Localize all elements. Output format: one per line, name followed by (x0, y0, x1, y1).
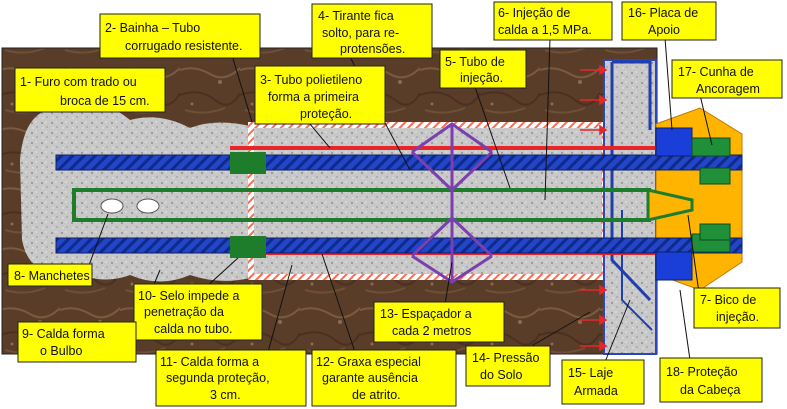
label-6-line-1: 6- Injeção de (498, 6, 570, 20)
label-9: 9- Calda forma o Bulbo (17, 321, 137, 363)
label-11-line-1: 11- Calda forma a (160, 355, 259, 369)
label-5: 5- Tubo de injeção. (439, 49, 527, 89)
label-8: 8- Manchetes (7, 263, 93, 287)
label-2-line-1: 2- Bainha – Tubo (105, 21, 200, 35)
label-3: 3- Tubo polietileno forma a primeira pro… (254, 65, 386, 125)
label-13-line-1: 13- Espaçador a (380, 307, 472, 321)
label-2-line-2: corrugado resistente. (125, 39, 242, 53)
label-11: 11- Calda forma a segunda proteção, 3 cm… (155, 349, 307, 407)
bearing-plate-bottom (655, 251, 693, 281)
label-18-line-1: 18- Proteção (666, 365, 738, 379)
label-4: 4- Tirante fica solto, para re- protensõ… (311, 3, 433, 59)
label-9-line-2: o Bulbo (40, 344, 82, 358)
label-16-line-1: 16- Placa de (628, 6, 698, 20)
label-10-line-3: calda no tubo. (154, 322, 233, 336)
label-1: 1- Furo com trado ou broca de 15 cm. (14, 67, 166, 113)
label-6: 6- Injeção de calda a 1,5 MPa. (493, 1, 613, 41)
label-18-line-2: da Cabeça (680, 383, 741, 397)
label-11-line-3: 3 cm. (210, 388, 241, 402)
slab-rebar-top (612, 60, 652, 130)
grout-bulb (20, 104, 250, 282)
label-4-line-1: 4- Tirante fica (318, 9, 394, 23)
label-2: 2- Bainha – Tubo corrugado resistente. (99, 13, 261, 59)
label-10-line-2: penetração da (144, 305, 224, 319)
label-16: 16- Placa de Apoio (621, 1, 717, 41)
tendon-bar-bottom (55, 237, 743, 254)
label-14-line-1: 14- Pressão (472, 351, 539, 365)
label-15-line-1: 15- Laje (568, 366, 613, 380)
label-3-line-2: forma a primeira (268, 90, 359, 104)
label-18: 18- Proteção da Cabeça (659, 357, 763, 403)
label-1-line-2: broca de 15 cm. (60, 94, 150, 108)
label-17: 17- Cunha de Ancoragem (671, 59, 783, 99)
label-4-line-3: protensões. (340, 42, 405, 56)
label-5-line-1: 5- Tubo de (445, 55, 505, 69)
label-13: 13- Espaçador a cada 2 metros (373, 301, 505, 343)
anchor-wedge-top (691, 137, 731, 157)
label-6-line-2: calda a 1,5 MPa. (498, 23, 592, 37)
label-14: 14- Pressão do Solo (465, 345, 551, 387)
label-13-line-2: cada 2 metros (392, 324, 471, 338)
label-15: 15- Laje Armada (561, 359, 645, 405)
label-7: 7- Bico de injeção. (693, 287, 781, 329)
seal-top (230, 152, 266, 174)
injection-nozzle (646, 188, 694, 222)
label-14-line-2: do Solo (480, 368, 522, 382)
tendon-bar-top (55, 154, 743, 171)
label-7-line-2: injeção. (716, 310, 759, 324)
label-7-line-1: 7- Bico de (700, 293, 756, 307)
seal-bottom (230, 236, 266, 258)
label-15-line-2: Armada (574, 384, 618, 398)
label-11-line-2: segunda proteção, (166, 371, 270, 385)
label-1-line-1: 1- Furo com trado ou (20, 75, 137, 89)
label-12: 12- Graxa especial garante ausência de a… (311, 349, 457, 407)
label-5-line-2: injeção. (460, 71, 503, 85)
label-8-line-1: 8- Manchetes (14, 269, 90, 283)
label-12-line-2: garante ausência (322, 371, 418, 385)
manchette-hole-2 (136, 198, 160, 214)
bearing-plate-top (655, 127, 693, 157)
spacer (410, 122, 494, 284)
label-3-line-3: proteção. (300, 107, 352, 121)
manchette-hole-1 (100, 198, 124, 214)
label-12-line-1: 12- Graxa especial (316, 355, 421, 369)
label-4-line-2: solto, para re- (322, 26, 399, 40)
label-10-line-1: 10- Selo impede a (138, 289, 240, 303)
leader-lines (87, 37, 713, 363)
label-9-line-1: 9- Calda forma (22, 327, 105, 341)
label-16-line-2: Apoio (648, 23, 680, 37)
label-17-line-2: Ancoragem (696, 82, 760, 96)
label-3-line-1: 3- Tubo polietileno (260, 73, 362, 87)
polyethylene-tube-top (230, 146, 660, 150)
soil-pressure-arrows (580, 64, 608, 352)
label-17-line-1: 17- Cunha de (678, 65, 754, 79)
slab-rebar (610, 62, 652, 302)
label-12-line-3: de atrito. (352, 388, 401, 402)
label-10: 10- Selo impede a penetração da calda no… (133, 283, 263, 341)
